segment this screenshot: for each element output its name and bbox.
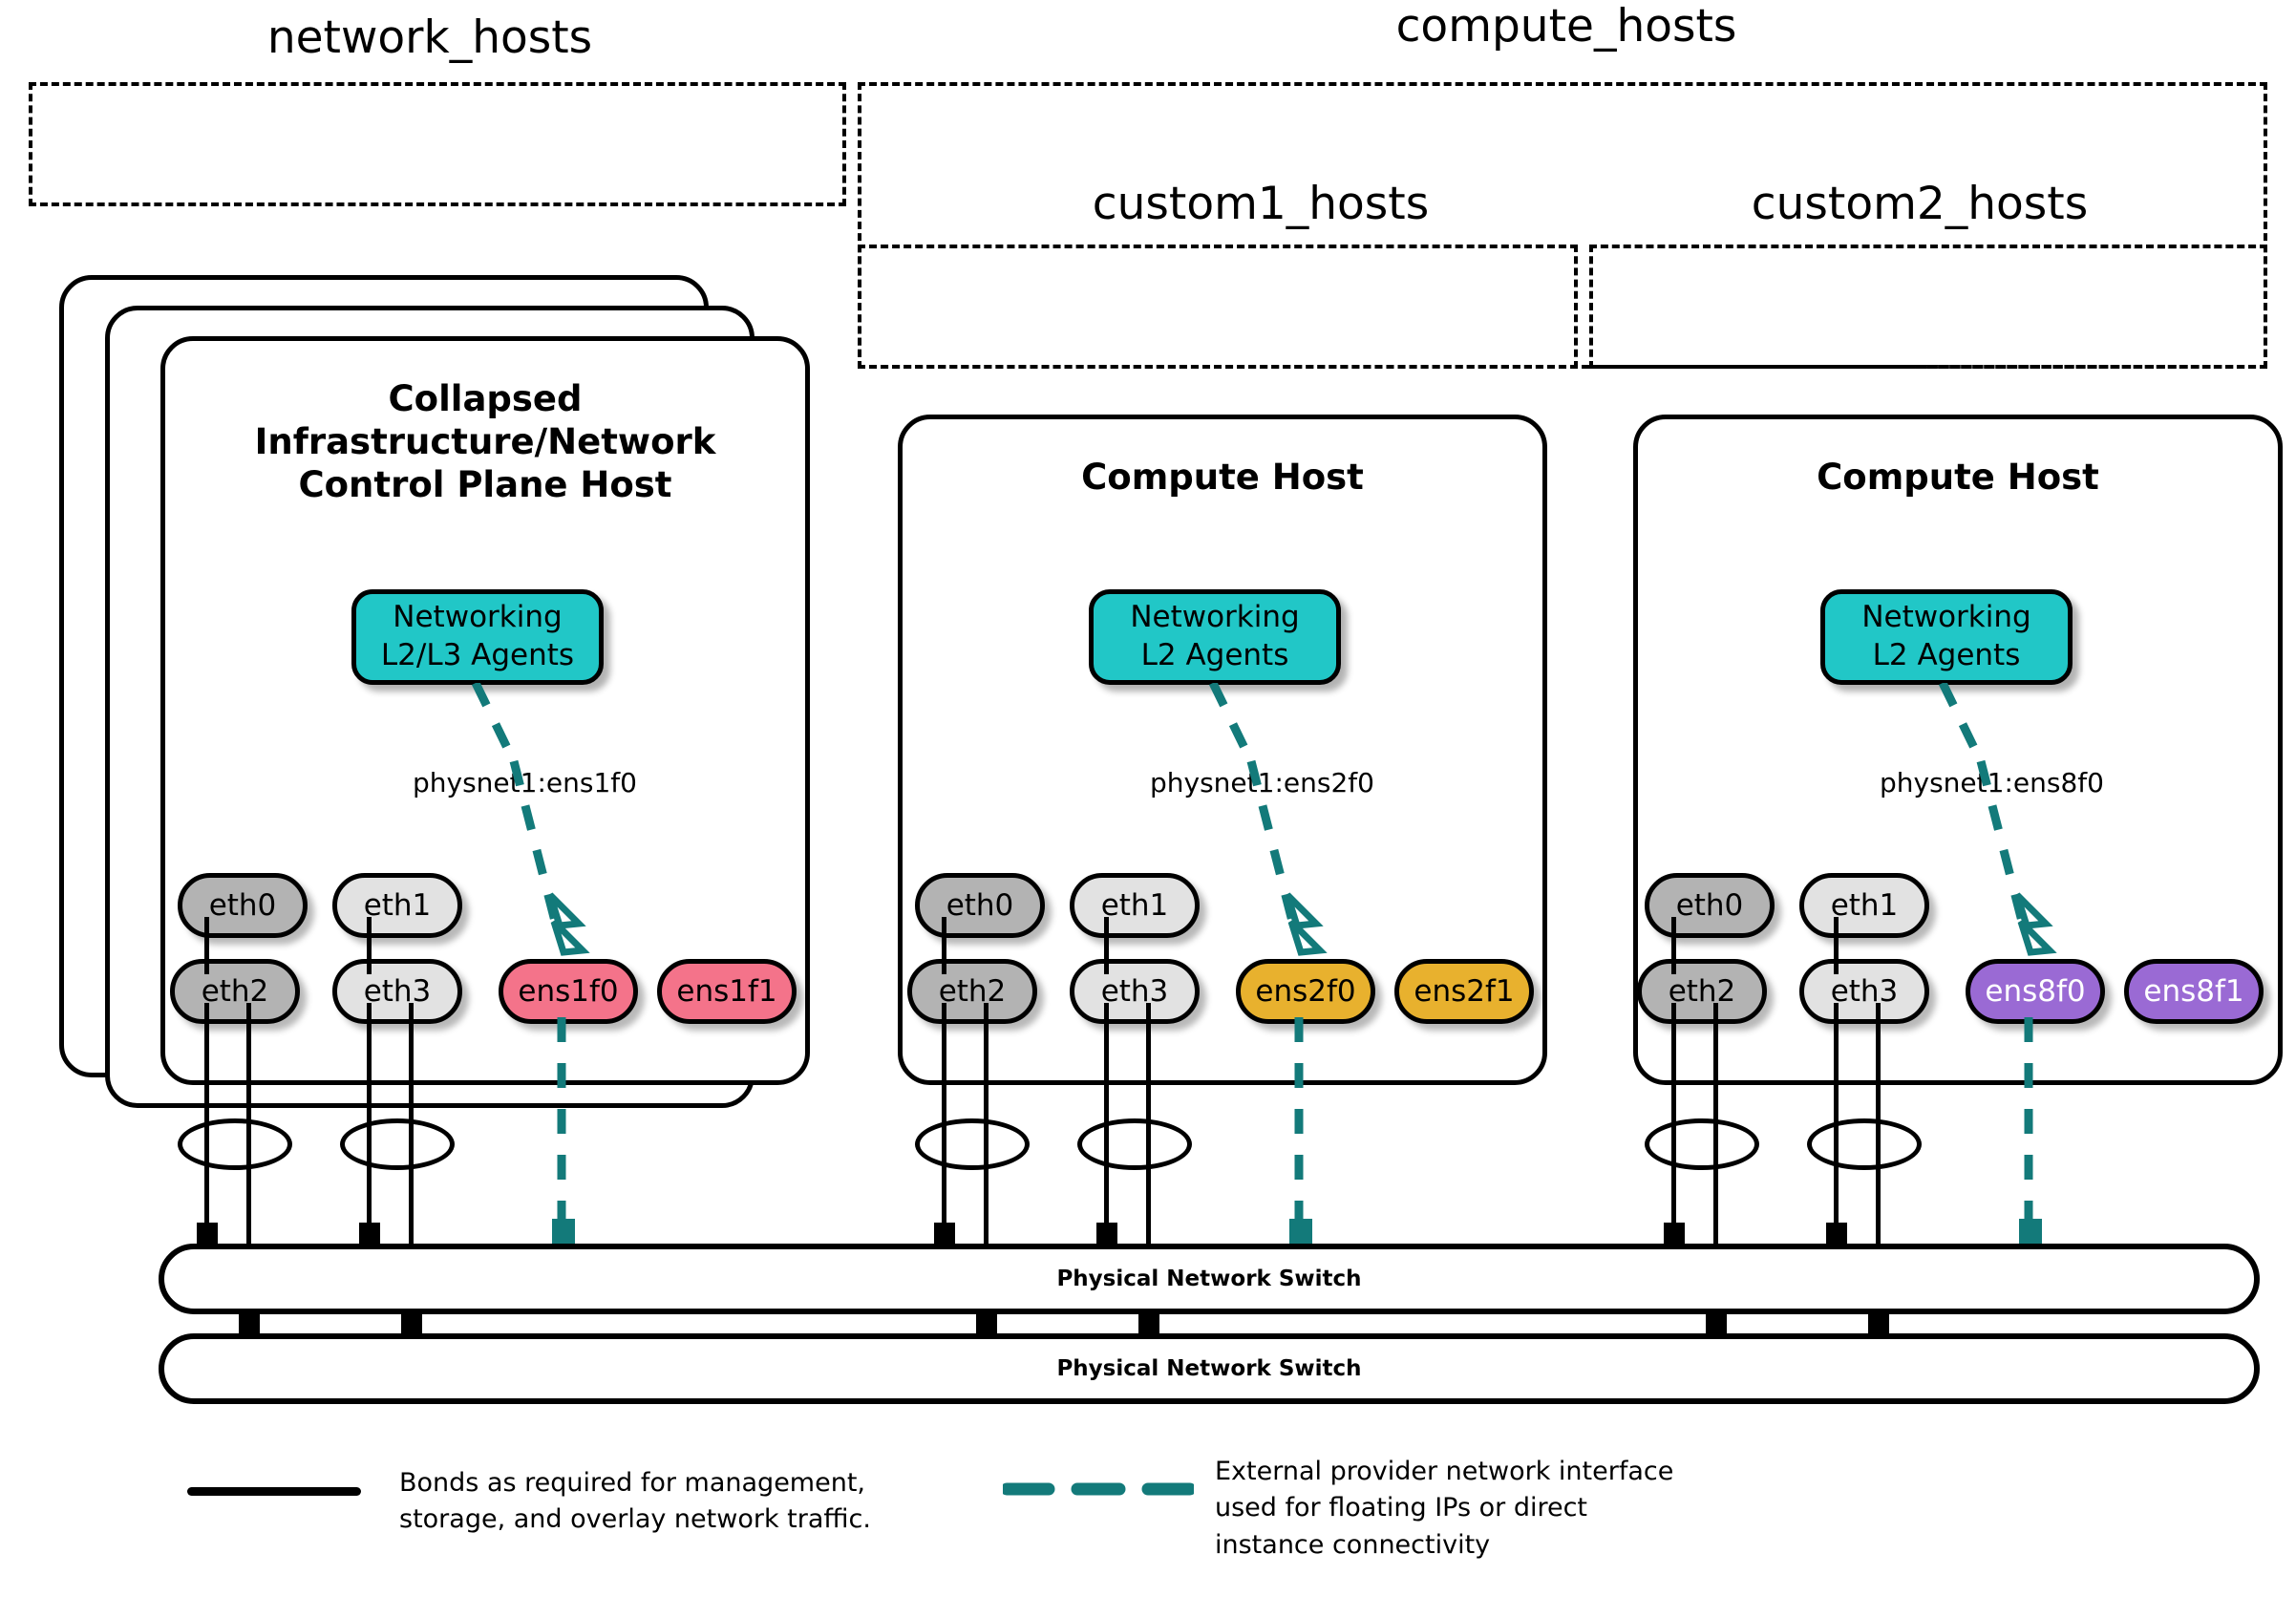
physnet-label-host2: physnet1:ens2f0: [1150, 767, 1374, 798]
nic-label: eth1: [1100, 888, 1169, 923]
nic-eth3-host2[interactable]: eth3: [1070, 959, 1200, 1024]
nic-label: ens1f0: [518, 974, 619, 1009]
switch-port-host3-3: [1826, 1223, 1847, 1249]
switch-top[interactable]: Physical Network Switch: [159, 1244, 2260, 1314]
nic-ens8f0-host3[interactable]: ens8f0: [1966, 959, 2105, 1024]
physnet-label-host1: physnet1:ens1f0: [413, 767, 637, 798]
legend-text-provider: External provider network interface used…: [1215, 1457, 1674, 1560]
agent-pill-l2-host3[interactable]: Networking L2 Agents: [1820, 589, 2073, 685]
switch-port-host1-1: [197, 1223, 218, 1249]
nic-stub-host2-a: [942, 917, 946, 974]
nic-eth0-host2[interactable]: eth0: [915, 873, 1045, 938]
switch-port-host2-3: [1096, 1223, 1117, 1249]
nic-label: ens2f1: [1414, 974, 1515, 1009]
nic-eth0-host3[interactable]: eth0: [1645, 873, 1775, 938]
nic-label: ens2f0: [1255, 974, 1356, 1009]
group-label-custom2-hosts: custom2_hosts: [1751, 178, 2089, 230]
nic-stub-host3-b: [1834, 917, 1839, 974]
host-title-compute-2: Compute Host: [1638, 456, 2278, 499]
agent-pill-l2-l3[interactable]: Networking L2/L3 Agents: [351, 589, 604, 685]
host-title-line: Infrastructure/Network: [254, 421, 716, 463]
nic-eth0-host1[interactable]: eth0: [178, 873, 308, 938]
physnet-label-host3: physnet1:ens8f0: [1880, 767, 2104, 798]
nic-label: ens8f0: [1985, 974, 2086, 1009]
nic-eth2-host1[interactable]: eth2: [170, 959, 300, 1024]
nic-label: eth2: [938, 974, 1007, 1009]
bond-ellipse-host2-b: [1077, 1118, 1192, 1170]
group-label-custom1-hosts: custom1_hosts: [1092, 178, 1430, 230]
nic-eth1-host1[interactable]: eth1: [332, 873, 462, 938]
nic-label: eth2: [1668, 974, 1736, 1009]
nic-ens2f0-host2[interactable]: ens2f0: [1236, 959, 1375, 1024]
nic-label: eth0: [946, 888, 1014, 923]
host-title-line: Control Plane Host: [298, 464, 672, 506]
bond-ellipse-host1-a: [178, 1118, 292, 1170]
agent-label-line: L2 Agents: [1872, 638, 2021, 672]
nic-stub-host2-b: [1104, 917, 1109, 974]
host-title-line: Compute Host: [1817, 457, 2099, 498]
provider-link-host1: [471, 683, 590, 1227]
nic-label: eth1: [363, 888, 432, 923]
legend-swatch-provider: [1003, 1482, 1194, 1496]
group-box-custom1-hosts: [858, 245, 1578, 369]
provider-link-host3: [1938, 683, 2057, 1227]
nic-stub-host3-a: [1671, 917, 1676, 974]
nic-ens1f1-host1[interactable]: ens1f1: [657, 959, 797, 1024]
nic-eth3-host3[interactable]: eth3: [1799, 959, 1929, 1024]
legend-swatch-bond: [187, 1487, 361, 1496]
switch-label: Physical Network Switch: [1056, 1267, 1362, 1291]
bond-ellipse-host2-a: [915, 1118, 1030, 1170]
bond-ellipse-host3-a: [1645, 1118, 1759, 1170]
nic-ens8f1-host3[interactable]: ens8f1: [2124, 959, 2264, 1024]
group-box-network-hosts: [29, 82, 846, 206]
provider-link-host2: [1208, 683, 1328, 1227]
nic-eth1-host3[interactable]: eth1: [1799, 873, 1929, 938]
nic-label: ens8f1: [2143, 974, 2244, 1009]
agent-label-line: L2/L3 Agents: [380, 638, 575, 672]
nic-ens2f1-host2[interactable]: ens2f1: [1394, 959, 1534, 1024]
host-title-control-plane: Collapsed Infrastructure/Network Control…: [165, 377, 805, 506]
nic-label: eth2: [201, 974, 269, 1009]
agent-label-line: Networking: [1130, 600, 1300, 635]
group-label-network-hosts: network_hosts: [266, 11, 593, 64]
switch-port-host2-1: [934, 1223, 955, 1249]
legend-text-bond: Bonds as required for management, storag…: [399, 1468, 871, 1535]
nic-label: eth0: [1675, 888, 1744, 923]
nic-ens1f0-host1[interactable]: ens1f0: [499, 959, 638, 1024]
bond-ellipse-host1-b: [340, 1118, 455, 1170]
nic-label: ens1f1: [676, 974, 777, 1009]
host-title-compute-1: Compute Host: [903, 456, 1542, 499]
host-title-line: Collapsed: [388, 378, 583, 419]
agent-label-line: Networking: [393, 600, 563, 635]
switch-bottom[interactable]: Physical Network Switch: [159, 1333, 2260, 1404]
nic-label: eth3: [1830, 974, 1899, 1009]
nic-eth2-host3[interactable]: eth2: [1637, 959, 1767, 1024]
nic-label: eth3: [1100, 974, 1169, 1009]
agent-label-line: Networking: [1861, 600, 2031, 635]
nic-stub-host1-b: [367, 917, 372, 974]
nic-eth2-host2[interactable]: eth2: [907, 959, 1037, 1024]
nic-label: eth0: [208, 888, 277, 923]
agent-pill-l2-host2[interactable]: Networking L2 Agents: [1089, 589, 1341, 685]
nic-eth3-host1[interactable]: eth3: [332, 959, 462, 1024]
nic-label: eth1: [1830, 888, 1899, 923]
group-box-custom2-hosts: [1589, 245, 2267, 369]
switch-port-host1-3: [359, 1223, 380, 1249]
nic-label: eth3: [363, 974, 432, 1009]
switch-label: Physical Network Switch: [1056, 1356, 1362, 1381]
nic-eth1-host2[interactable]: eth1: [1070, 873, 1200, 938]
agent-label-line: L2 Agents: [1140, 638, 1289, 672]
host-title-line: Compute Host: [1081, 457, 1364, 498]
group-label-compute-hosts: compute_hosts: [1395, 0, 1737, 53]
bond-ellipse-host3-b: [1807, 1118, 1922, 1170]
nic-stub-host1-a: [204, 917, 209, 974]
switch-port-host3-1: [1664, 1223, 1685, 1249]
